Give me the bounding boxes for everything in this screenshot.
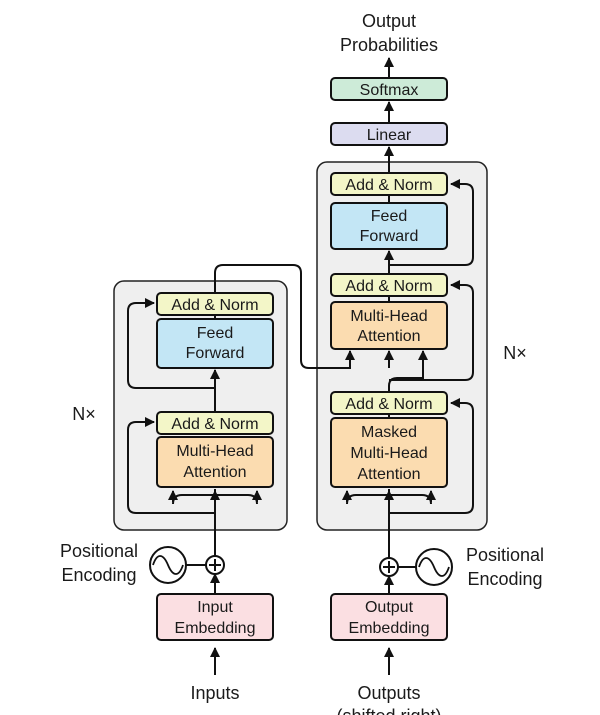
output-probabilities-line1: Output (362, 11, 416, 31)
dec-masked-label: Masked (361, 424, 417, 441)
enc-sum-icon (205, 555, 225, 575)
enc-to-dec-link (214, 264, 355, 369)
enc-forward-label: Forward (186, 345, 245, 362)
softmax-box (330, 77, 448, 101)
dec-add-norm-3-label: Add & Norm (345, 177, 432, 194)
dec-cross-attention (330, 301, 448, 350)
input-embedding-line2: Embedding (175, 620, 256, 637)
softmax-label: Softmax (360, 82, 419, 99)
dec-add-norm-2-label: Add & Norm (345, 278, 432, 295)
dec-cross-multihead-label: Multi-Head (350, 308, 427, 325)
enc-feed-label: Feed (197, 325, 233, 342)
enc-feed-forward (156, 318, 274, 369)
enc-residual-2 (127, 298, 215, 389)
enc-add-norm-2-label: Add & Norm (171, 297, 258, 314)
enc-add-norm-1 (156, 411, 274, 435)
dec-residual-3 (389, 179, 474, 266)
dec-feed-forward (330, 202, 448, 250)
enc-add-norm-1-label: Add & Norm (171, 416, 258, 433)
shifted-right-label: (shifted right) (336, 706, 441, 715)
dec-masked-attention-label: Attention (357, 466, 420, 483)
input-embedding-line1: Input (197, 599, 233, 616)
dec-sum-icon (379, 557, 399, 577)
decoder-nx-label: N× (503, 343, 527, 363)
dec-cross-attention-label: Attention (357, 328, 420, 345)
enc-multihead-label: Multi-Head (176, 443, 253, 460)
connectors (127, 57, 474, 675)
enc-add-norm-2 (156, 292, 274, 316)
input-embedding-box (156, 593, 274, 641)
dec-masked-attention (330, 417, 448, 488)
linear-box (330, 122, 448, 146)
dec-masked-multihead-label: Multi-Head (350, 445, 427, 462)
output-embedding-box (330, 593, 448, 641)
enc-encoding-label: Encoding (61, 565, 136, 585)
enc-multi-head-attention (156, 436, 274, 488)
dec-forward-label: Forward (360, 228, 419, 245)
dec-add-norm-2 (330, 273, 448, 297)
encoder-nx-label: N× (72, 404, 96, 424)
outputs-label: Outputs (357, 683, 420, 703)
output-embedding-line1: Output (365, 599, 414, 616)
dec-residual-1 (389, 398, 474, 514)
output-probabilities-line2: Probabilities (340, 35, 438, 55)
linear-label: Linear (367, 127, 412, 144)
dec-add-norm-3 (330, 172, 448, 196)
dec-encoding-label: Encoding (467, 569, 542, 589)
enc-positional-label: Positional (60, 541, 138, 561)
dec-add-norm-1-label: Add & Norm (345, 396, 432, 413)
dec-positional-label: Positional (466, 545, 544, 565)
dec-residual-2 (389, 280, 474, 381)
dec-positional-encoding-icon (415, 548, 453, 586)
enc-positional-encoding-icon (149, 546, 187, 584)
inputs-label: Inputs (190, 683, 239, 703)
output-embedding-line2: Embedding (349, 620, 430, 637)
dec-feed-label: Feed (371, 208, 407, 225)
dec-add-norm-1 (330, 391, 448, 415)
enc-residual-1 (127, 417, 215, 514)
enc-attention-label: Attention (183, 464, 246, 481)
